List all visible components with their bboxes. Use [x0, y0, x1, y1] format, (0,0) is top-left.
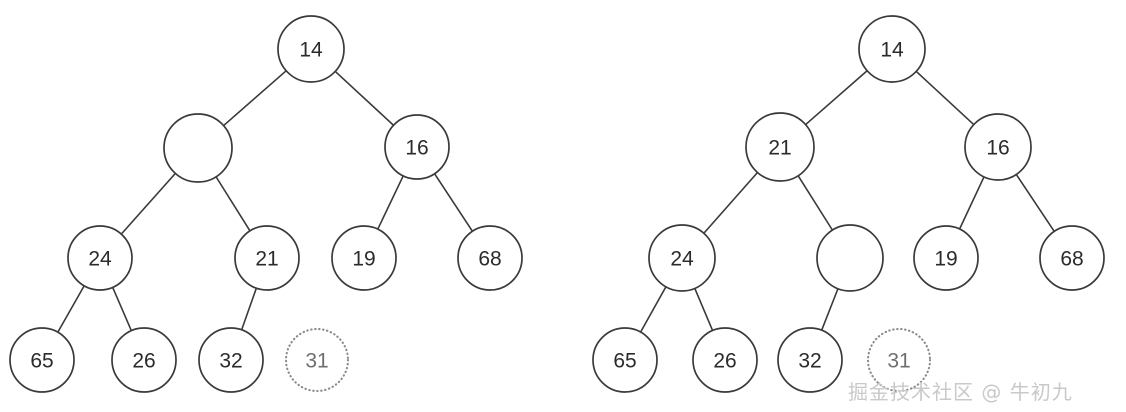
tree-node[interactable]: 24: [67, 225, 133, 291]
node-circle: [592, 327, 658, 393]
tree-edge: [804, 69, 869, 126]
tree-node[interactable]: 65: [9, 327, 75, 393]
tree-node[interactable]: 21: [745, 112, 815, 182]
tree-edge: [215, 175, 252, 233]
tree-node[interactable]: 65: [592, 327, 658, 393]
tree-node[interactable]: 19: [331, 225, 397, 291]
node-circle: [277, 15, 345, 83]
tree-node[interactable]: 31: [866, 327, 932, 393]
tree-edge: [433, 172, 474, 233]
node-label: 24: [670, 248, 694, 271]
tree-edge: [958, 175, 986, 231]
node-label: 14: [299, 39, 323, 62]
tree-node-empty[interactable]: [163, 113, 233, 183]
tree-node[interactable]: 26: [692, 327, 758, 393]
tree-edge: [639, 285, 667, 334]
tree-edge: [376, 174, 405, 231]
tree-node[interactable]: 21: [234, 225, 300, 291]
node-circle: [331, 225, 397, 291]
node-circle: [964, 113, 1032, 181]
tree-edge: [111, 286, 133, 332]
tree-edge: [222, 69, 288, 127]
node-label: 65: [30, 350, 53, 373]
tree-node[interactable]: 32: [198, 327, 264, 393]
nodes-layer: 14 16 24 21 19 68 65 26 32 31 14 21 16 24 19 68 65 26 32 31: [9, 15, 1105, 393]
tree-edge: [797, 174, 834, 232]
node-circle: [198, 327, 264, 393]
tree-edge: [56, 284, 86, 334]
node-label: 31: [887, 350, 910, 373]
tree-node[interactable]: 68: [1039, 225, 1105, 291]
tree-edge: [334, 70, 395, 127]
tree-node[interactable]: 16: [384, 114, 450, 180]
tree-edge: [120, 172, 177, 236]
node-circle: [777, 327, 843, 393]
node-circle: [816, 224, 884, 292]
node-circle: [913, 225, 979, 291]
node-circle: [111, 327, 177, 393]
node-label: 68: [1060, 248, 1083, 271]
tree-edge: [1015, 173, 1056, 233]
tree-edge: [240, 286, 258, 332]
node-circle: [163, 113, 233, 183]
tree-edge: [915, 70, 975, 126]
tree-node[interactable]: 14: [277, 15, 345, 83]
tree-node-empty[interactable]: [816, 224, 884, 292]
node-label: 16: [986, 137, 1009, 160]
tree-node[interactable]: 24: [648, 224, 716, 292]
node-label: 65: [613, 350, 636, 373]
node-label: 32: [798, 350, 821, 373]
node-label: 16: [405, 137, 428, 160]
node-circle: [648, 224, 716, 292]
node-label: 14: [880, 39, 904, 62]
node-circle: [9, 327, 75, 393]
tree-edge: [820, 287, 839, 332]
node-label: 31: [305, 350, 328, 373]
tree-node[interactable]: 31: [284, 327, 350, 393]
node-circle: [67, 225, 133, 291]
tree-edge: [702, 171, 759, 235]
node-label: 26: [132, 350, 155, 373]
tree-node[interactable]: 14: [858, 15, 926, 83]
node-label: 21: [768, 137, 791, 160]
tree-node[interactable]: 16: [964, 113, 1032, 181]
tree-node[interactable]: 68: [457, 225, 523, 291]
tree-node[interactable]: 32: [777, 327, 843, 393]
node-circle: [858, 15, 926, 83]
node-circle: [692, 327, 758, 393]
node-circle: [234, 225, 300, 291]
tree-node[interactable]: 26: [111, 327, 177, 393]
node-circle: [745, 112, 815, 182]
node-label: 19: [352, 248, 375, 271]
node-circle-dotted: [866, 327, 932, 393]
node-circle-dotted: [284, 327, 350, 393]
node-label: 24: [88, 248, 112, 271]
node-circle: [457, 225, 523, 291]
node-label: 68: [478, 248, 501, 271]
node-label: 21: [255, 248, 278, 271]
node-circle: [1039, 225, 1105, 291]
node-label: 32: [219, 350, 242, 373]
node-circle: [384, 114, 450, 180]
tree-edge: [693, 287, 714, 332]
node-label: 19: [934, 248, 957, 271]
edges-layer: [56, 69, 1056, 334]
node-label: 26: [713, 350, 736, 373]
tree-node[interactable]: 19: [913, 225, 979, 291]
